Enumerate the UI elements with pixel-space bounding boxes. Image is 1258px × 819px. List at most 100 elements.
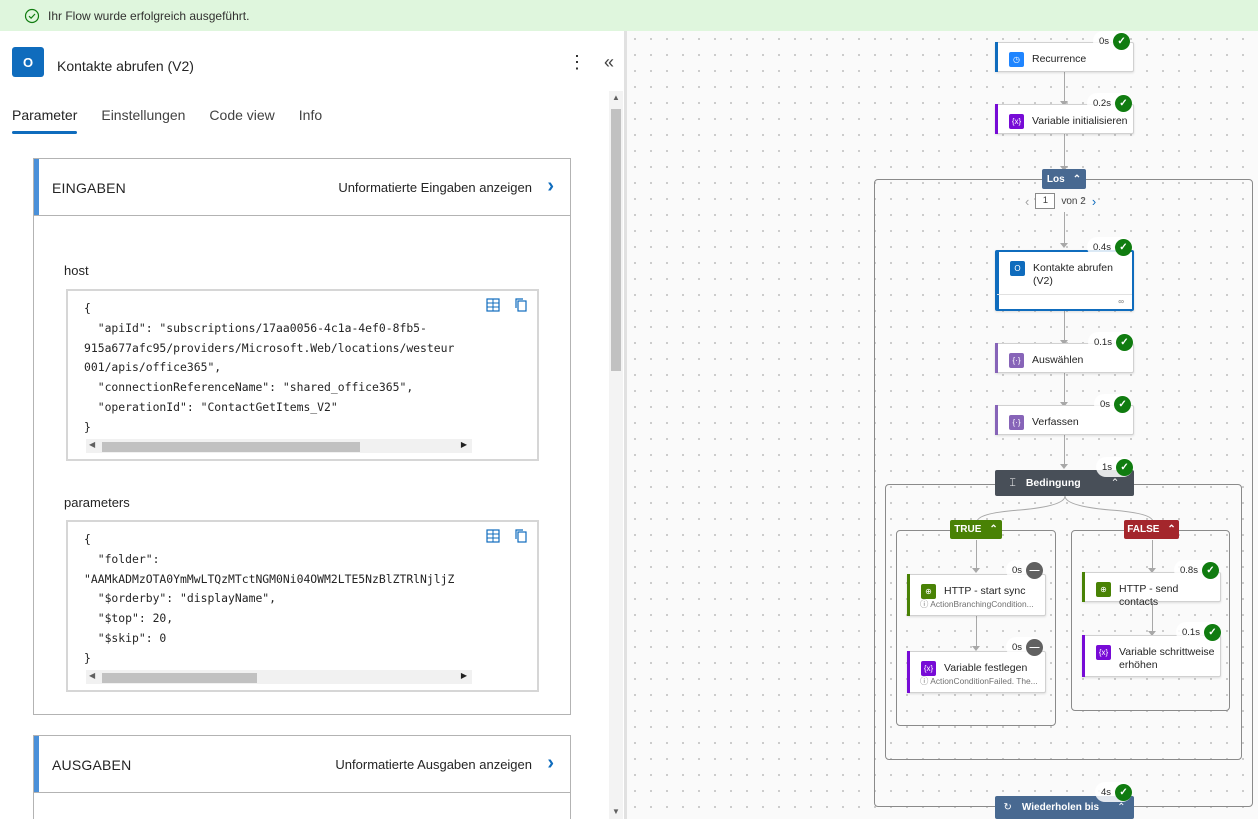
chevron-up-icon[interactable]: ⌃ [1072, 173, 1082, 185]
copy-icon[interactable] [513, 297, 529, 313]
node-init-variable[interactable]: {x} Variable initialisieren [995, 104, 1134, 134]
panel-title: Kontakte abrufen (V2) [57, 58, 194, 74]
node-accent [995, 104, 998, 134]
horizontal-scrollbar[interactable]: ◀ ▶ [86, 439, 472, 453]
outputs-heading: AUSGABEN [52, 757, 132, 773]
false-branch-header[interactable]: FALSE ⌃ [1124, 520, 1179, 539]
loop-label: Los [1046, 173, 1065, 185]
node-subtext: ⓘ ActionBranchingCondition... [920, 599, 1034, 609]
connector [1064, 373, 1065, 403]
copy-icon[interactable] [513, 528, 529, 544]
branch-connectors [976, 496, 1154, 522]
panel-scroll-thumb[interactable] [611, 109, 621, 371]
node-label: Kontakte abrufen (V2) [1033, 262, 1113, 287]
node-accent [907, 574, 910, 616]
node-label: HTTP - send contacts [1119, 583, 1179, 608]
code-tools [485, 528, 529, 544]
inputs-section: EINGABEN Unformatierte Eingaben anzeigen… [33, 158, 571, 715]
loop-pager: ‹ 1 von 2 › [1025, 193, 1096, 209]
http-globe-icon: ⊕ [921, 584, 936, 599]
node-http-start-sync[interactable]: ⊕ HTTP - start sync ⓘ ActionBranchingCon… [907, 574, 1046, 616]
chevron-up-icon[interactable]: ⌃ [1167, 524, 1176, 535]
skipped-icon: — [1026, 561, 1044, 579]
table-view-icon[interactable] [485, 297, 501, 313]
arrow-head [972, 568, 980, 573]
tab-parameter[interactable]: Parameter [0, 101, 89, 134]
scroll-left-arrow-icon[interactable]: ◀ [89, 440, 96, 449]
status-until: 4s✓ [1095, 782, 1133, 802]
arrow-head [1060, 340, 1068, 345]
node-label: Verfassen [1032, 416, 1079, 428]
inputs-heading: EINGABEN [52, 180, 126, 196]
tab-einstellungen[interactable]: Einstellungen [101, 107, 186, 123]
variable-icon: {x} [921, 661, 936, 676]
horizontal-scrollbar[interactable]: ◀ ▶ [86, 670, 472, 684]
skipped-icon: — [1026, 638, 1044, 656]
scroll-right-arrow-icon[interactable]: ▶ [460, 440, 467, 449]
scroll-thumb[interactable] [102, 673, 257, 683]
status-init-variable: 0.2s✓ [1087, 93, 1132, 113]
connector [976, 616, 977, 648]
http-globe-icon: ⊕ [1096, 582, 1111, 597]
node-variable-festlegen[interactable]: {x} Variable festlegen ⓘ ActionCondition… [907, 651, 1046, 693]
chevron-left-icon[interactable]: ‹ [1025, 193, 1030, 209]
status-auswaehlen: 0.1s✓ [1088, 332, 1133, 352]
page-of-label: von 2 [1061, 195, 1086, 207]
node-accent [996, 251, 999, 310]
chevron-right-icon[interactable]: › [547, 752, 554, 774]
clock-icon: ◷ [1009, 52, 1024, 67]
flow-canvas[interactable] [627, 31, 1258, 819]
scroll-right-arrow-icon[interactable]: ▶ [460, 671, 467, 680]
chevron-up-icon[interactable]: ⌃ [1117, 802, 1126, 813]
host-code-box[interactable]: { "apiId": "subscriptions/17aa0056-4c1a-… [66, 289, 539, 461]
chevron-right-icon[interactable]: › [547, 175, 554, 197]
tab-code-view[interactable]: Code view [209, 107, 275, 123]
panel-splitter[interactable] [624, 31, 627, 819]
node-label: Variable schrittweise erhöhen [1119, 646, 1215, 671]
true-branch-header[interactable]: TRUE ⌃ [950, 520, 1002, 539]
table-view-icon[interactable] [485, 528, 501, 544]
raw-inputs-link[interactable]: Unformatierte Eingaben anzeigen [338, 180, 532, 195]
status-http-start-sync: 0s— [1006, 560, 1044, 580]
chevron-right-icon[interactable]: › [1091, 193, 1097, 209]
more-options-button[interactable]: ⋮ [568, 52, 586, 72]
arrow-head [1060, 243, 1068, 248]
success-check-icon: ✓ [1115, 783, 1133, 801]
until-label: Wiederholen bis [1021, 802, 1100, 813]
param-label-host: host [64, 263, 89, 278]
true-label: TRUE [954, 524, 982, 535]
page-input[interactable]: 1 [1035, 193, 1056, 209]
connector [976, 540, 977, 570]
connector [1152, 602, 1153, 632]
outlook-icon: O [1010, 261, 1025, 276]
until-header[interactable]: ↻ Wiederholen bis ⌃ [995, 796, 1134, 819]
status-http-send-contacts: 0.8s✓ [1174, 560, 1219, 580]
node-accent [995, 405, 998, 435]
scroll-left-arrow-icon[interactable]: ◀ [89, 671, 96, 680]
chevron-up-icon[interactable]: ⌃ [1110, 477, 1120, 489]
panel-scrollbar[interactable]: ▲ ▼ [609, 91, 623, 819]
outputs-header[interactable]: AUSGABEN Unformatierte Ausgaben anzeigen… [34, 736, 570, 793]
node-variable-erhoehen[interactable]: {x} Variable schrittweise erhöhen [1082, 635, 1221, 677]
node-label: HTTP - start sync [944, 585, 1026, 597]
node-accent [995, 42, 998, 72]
chevron-up-icon[interactable]: ⌃ [989, 524, 998, 535]
success-banner: Ihr Flow wurde erfolgreich ausgeführt. [0, 0, 1258, 31]
code-tools [485, 297, 529, 313]
collapse-panel-button[interactable]: « [603, 52, 614, 72]
variable-icon: {x} [1009, 114, 1024, 129]
inputs-header[interactable]: EINGABEN Unformatierte Eingaben anzeigen… [34, 159, 570, 216]
scroll-thumb[interactable] [102, 442, 360, 452]
status-kontakte-abrufen: 0.4s✓ [1087, 237, 1132, 257]
loop-header[interactable]: Los ⌃ [1042, 169, 1086, 189]
tab-info[interactable]: Info [298, 107, 323, 123]
parameters-code-box[interactable]: { "folder": "AAMkADMzOTA0YmMwLTQzMTctNGM… [66, 520, 539, 692]
node-kontakte-abrufen[interactable]: O Kontakte abrufen (V2) ∞ [995, 250, 1134, 311]
data-operation-icon: {·} [1009, 353, 1024, 368]
arrow-head [1060, 402, 1068, 407]
scroll-down-arrow-icon[interactable]: ▼ [612, 807, 620, 816]
success-check-icon: ✓ [1203, 623, 1221, 641]
raw-outputs-link[interactable]: Unformatierte Ausgaben anzeigen [335, 757, 532, 772]
connector [1152, 540, 1153, 570]
scroll-up-arrow-icon[interactable]: ▲ [612, 93, 620, 102]
